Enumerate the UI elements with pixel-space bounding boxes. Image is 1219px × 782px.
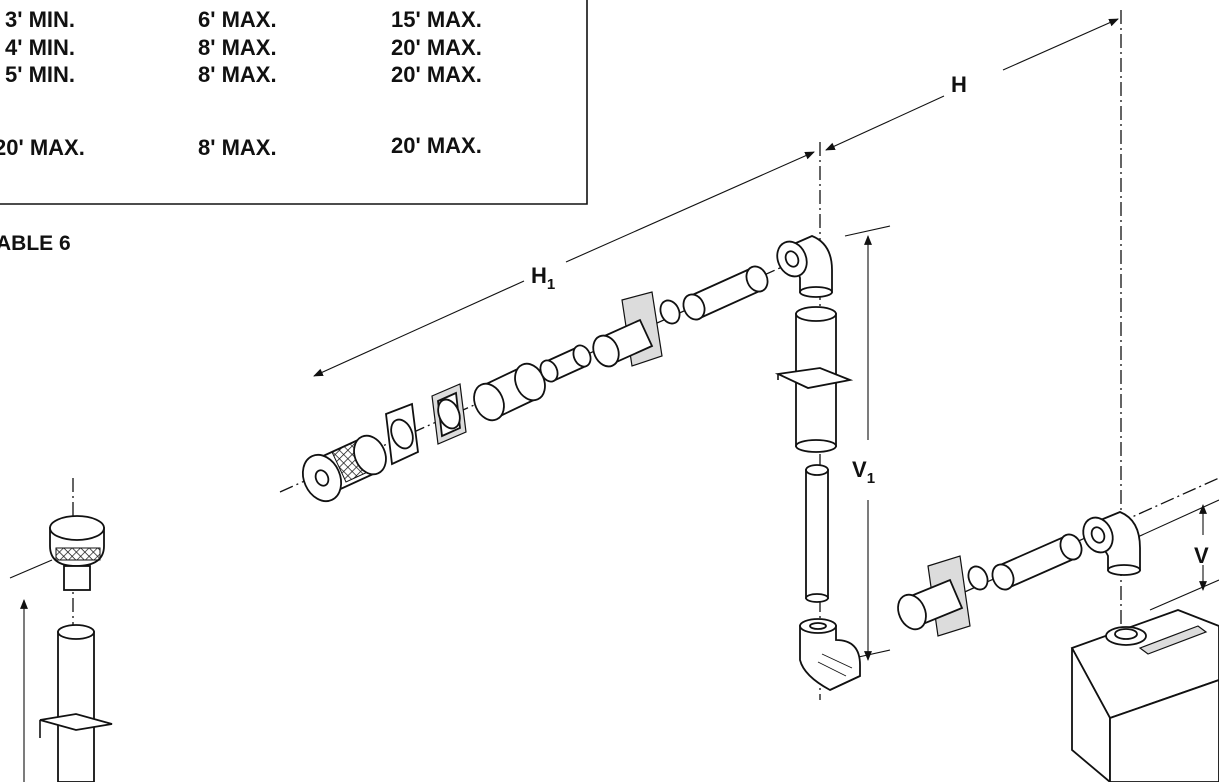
dimension-v1: V1: [844, 225, 891, 661]
table-cell-r4c1: 20' MAX.: [0, 135, 85, 160]
vent-pipe-section: [473, 362, 546, 422]
table-cell-r1c2: 6' MAX.: [198, 7, 277, 32]
elbow-fitting: [1082, 511, 1141, 576]
dimension-h: H: [825, 18, 1119, 151]
vent-pipe-section: [991, 533, 1083, 591]
wall-plate: [385, 402, 419, 466]
vent-length-table: 3' MIN. 6' MAX. 15' MAX. 4' MIN. 8' MAX.…: [0, 0, 588, 205]
dimension-label-h: H: [951, 72, 967, 97]
dimension-label-h1: H1: [531, 263, 555, 293]
elbow-fitting: [799, 618, 861, 692]
table-cell-r1c3: 15' MAX.: [391, 7, 482, 32]
dimension-label-v1: V1: [852, 457, 875, 487]
elbow-fitting: [776, 235, 833, 298]
table-cell-r3c3: 20' MAX.: [391, 62, 482, 87]
wall-plate: [431, 383, 467, 445]
vertical-termination-cap: [49, 515, 105, 591]
vent-pipe-section: [539, 344, 592, 383]
appliance: [1070, 609, 1219, 782]
vertical-vent-pipe: [805, 464, 829, 603]
wall-thimble: [592, 291, 681, 368]
vertical-vent-pipe: [774, 306, 854, 453]
dimension-left-vertical: [9, 559, 53, 782]
termination-cap: [301, 434, 387, 503]
dimension-label-v: V: [1194, 543, 1209, 568]
vertical-vent-pipe: [39, 624, 113, 782]
vent-pipe-section: [682, 265, 769, 321]
table-cell-r3c1: 5' MIN.: [5, 62, 75, 87]
table-cell-r2c2: 8' MAX.: [198, 35, 277, 60]
table-cell-r2c1: 4' MIN.: [5, 35, 75, 60]
dimension-h1: H1: [313, 151, 815, 377]
table-caption: ABLE 6: [0, 232, 71, 255]
table-cell-r4c3: 20' MAX.: [391, 133, 482, 158]
table-border: [0, 0, 588, 205]
table-cell-r4c2: 8' MAX.: [198, 135, 277, 160]
table-cell-r2c3: 20' MAX.: [391, 35, 482, 60]
wall-thimble: [897, 555, 989, 637]
table-cell-r1c1: 3' MIN.: [5, 7, 75, 32]
table-cell-r3c2: 8' MAX.: [198, 62, 277, 87]
